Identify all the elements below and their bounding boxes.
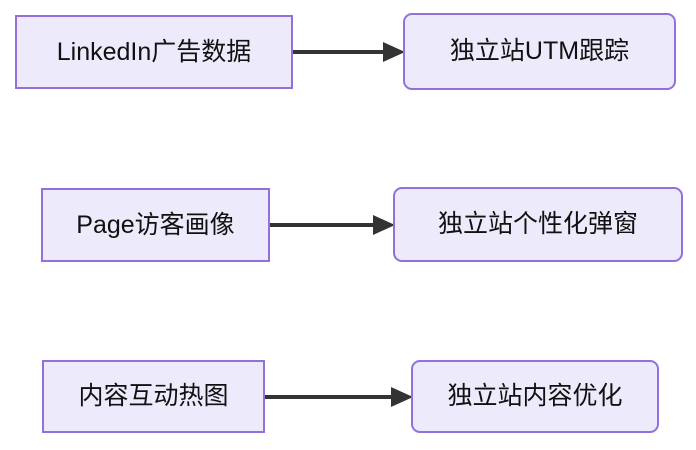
node-page-visitor[interactable]: Page访客画像 bbox=[41, 188, 270, 262]
node-utm-tracking[interactable]: 独立站UTM跟踪 bbox=[403, 13, 676, 90]
node-label: 独立站UTM跟踪 bbox=[449, 37, 630, 65]
arrow-icon bbox=[293, 42, 405, 62]
arrow-icon bbox=[270, 215, 395, 235]
arrow-icon bbox=[265, 387, 413, 407]
node-label: LinkedIn广告数据 bbox=[56, 37, 252, 66]
node-content-optimize[interactable]: 独立站内容优化 bbox=[411, 360, 659, 433]
node-linkedin-ads[interactable]: LinkedIn广告数据 bbox=[15, 15, 293, 89]
node-label: 内容互动热图 bbox=[78, 382, 229, 410]
node-label: 独立站内容优化 bbox=[447, 382, 623, 410]
edge-linkedin-ads-to-utm-tracking bbox=[293, 39, 405, 65]
node-content-heatmap[interactable]: 内容互动热图 bbox=[42, 360, 265, 433]
node-personal-popup[interactable]: 独立站个性化弹窗 bbox=[393, 187, 683, 262]
node-label: 独立站个性化弹窗 bbox=[437, 210, 638, 238]
edge-content-heatmap-to-content-optimize bbox=[265, 384, 413, 410]
edge-page-visitor-to-personal-popup bbox=[270, 212, 395, 238]
node-label: Page访客画像 bbox=[76, 210, 235, 239]
